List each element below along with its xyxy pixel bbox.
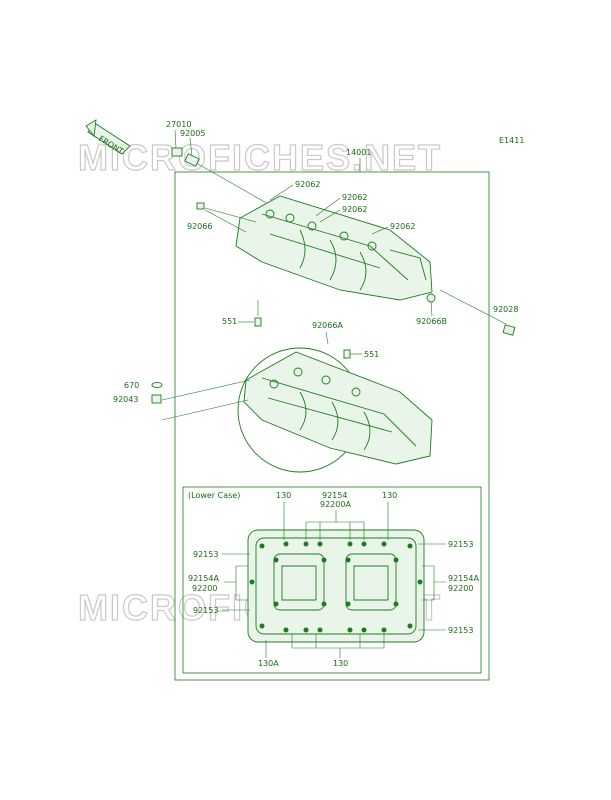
label-92153-left-top: 92153	[193, 550, 218, 559]
lower-case-bottom-view	[247, 529, 425, 643]
label-92062-b: 92062	[342, 193, 367, 202]
label-92153-left-bottom: 92153	[193, 606, 218, 615]
watermark-top: MICROFICHES.NET	[78, 137, 442, 178]
label-551-b: 551	[364, 350, 379, 359]
label-92005: 92005	[180, 129, 205, 138]
diagram-code: E1411	[499, 136, 524, 145]
assembly-frame	[174, 171, 490, 681]
label-130-top-left: 130	[276, 491, 291, 500]
label-27010: 27010	[166, 120, 191, 129]
label-92066b: 92066B	[416, 317, 447, 326]
label-92028: 92028	[493, 305, 518, 314]
label-92062-c: 92062	[342, 205, 367, 214]
dowel-551-a-icon	[254, 317, 262, 327]
label-92154a-left: 92154A	[188, 574, 219, 583]
label-551-a: 551	[222, 317, 237, 326]
label-92153-right-bottom: 92153	[448, 626, 473, 635]
nozzle-92043-icon	[151, 394, 162, 404]
label-92200-left: 92200	[192, 584, 217, 593]
label-130-top-right: 130	[382, 491, 397, 500]
label-92043: 92043	[113, 395, 138, 404]
label-92066: 92066	[187, 222, 212, 231]
dowel-92066-icon	[196, 202, 205, 210]
upper-crankcase	[235, 195, 433, 301]
dowel-551-b-icon	[343, 349, 351, 359]
lower-case-frame	[182, 486, 482, 674]
label-92154-top: 92154	[322, 491, 347, 500]
label-92066a: 92066A	[312, 321, 343, 330]
label-130a-bottom: 130A	[258, 659, 279, 668]
label-670: 670	[124, 381, 139, 390]
lower-case-title: (Lower Case)	[188, 491, 240, 500]
lower-crankcase	[237, 347, 433, 473]
label-130-bottom: 130	[333, 659, 348, 668]
label-92154a-right: 92154A	[448, 574, 479, 583]
plug-92066b-icon	[426, 293, 436, 303]
label-14001: 14001	[346, 148, 371, 157]
label-92062-d: 92062	[390, 222, 415, 231]
label-92200-right: 92200	[448, 584, 473, 593]
oil-pressure-switch-icon	[171, 147, 200, 167]
label-92153-right-top: 92153	[448, 540, 473, 549]
plug-92028-icon	[502, 324, 516, 336]
label-92200a-top: 92200A	[320, 500, 351, 509]
o-ring-670-icon	[151, 382, 163, 388]
label-92062-a: 92062	[295, 180, 320, 189]
